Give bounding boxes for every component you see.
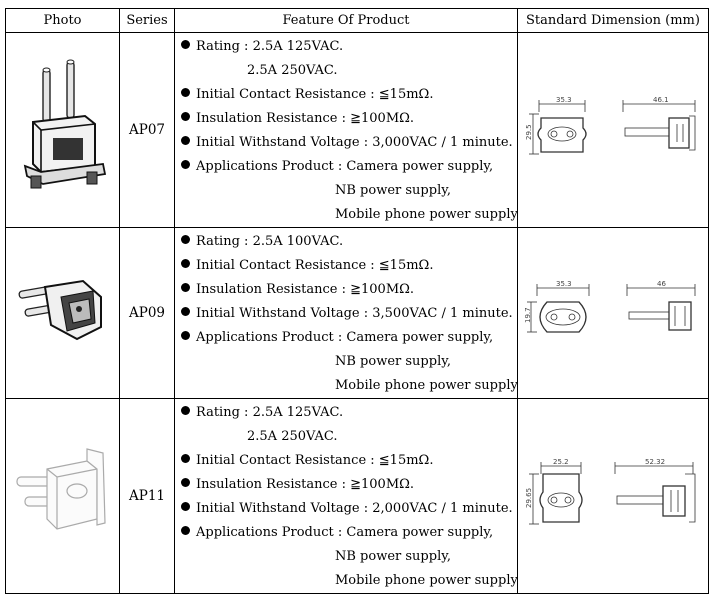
insulation-line: Insulation Resistance : ≧100MΩ.: [181, 278, 517, 302]
bullet-icon: [181, 40, 190, 49]
bullet-icon: [181, 331, 190, 340]
applications-line: Applications Product : Camera power supp…: [181, 155, 517, 179]
dim-front-height: 29.65: [525, 488, 533, 508]
header-dimension: Standard Dimension (mm): [517, 8, 709, 33]
bullet-icon: [181, 160, 190, 169]
bullet-icon: [181, 235, 190, 244]
rating-line-2: 2.5A 250VAC.: [247, 63, 338, 78]
bullet-icon: [181, 259, 190, 268]
ap09-plug-photo: [18, 279, 102, 341]
product-photo: [5, 32, 120, 228]
rating-line: Rating : 2.5A 100VAC.: [181, 230, 517, 254]
insulation-line: Insulation Resistance : ≧100MΩ.: [181, 473, 517, 497]
contact-resistance-line: Initial Contact Resistance : ≦15mΩ.: [181, 83, 517, 107]
applications-line-2: NB power supply,: [335, 183, 451, 198]
dim-front-height: 29.5: [525, 124, 533, 140]
bullet-icon: [181, 454, 190, 463]
header-series: Series: [119, 8, 175, 33]
applications-line-3: Mobile phone power supply: [335, 573, 518, 588]
applications-line-3: Mobile phone power supply: [335, 207, 518, 222]
series-cell: AP09: [119, 227, 175, 399]
bullet-icon: [181, 478, 190, 487]
product-photo: [5, 227, 120, 399]
contact-resistance-line: Initial Contact Resistance : ≦15mΩ.: [181, 254, 517, 278]
bullet-icon: [181, 502, 190, 511]
rating-line: Rating : 2.5A 125VAC.: [181, 401, 517, 425]
bullet-icon: [181, 526, 190, 535]
contact-resistance-line: Initial Contact Resistance : ≦15mΩ.: [181, 449, 517, 473]
applications-line-2: NB power supply,: [335, 549, 451, 564]
bullet-icon: [181, 112, 190, 121]
product-row: AP07 Rating : 2.5A 125VAC. 2.5A 250VAC. …: [5, 32, 709, 228]
ap07-dimension-drawing: 35.3 29.5 46.1: [525, 96, 696, 155]
header-photo: Photo: [5, 8, 120, 33]
header-feature: Feature Of Product: [174, 8, 518, 33]
dim-front-width: 35.3: [556, 96, 572, 104]
ap11-dimension-drawing: 25.2 29.65 52.32: [525, 458, 696, 525]
applications-line-2: NB power supply,: [335, 354, 451, 369]
feature-cell: Rating : 2.5A 125VAC. 2.5A 250VAC. Initi…: [174, 32, 518, 228]
header-row: Photo Series Feature Of Product Standard…: [5, 8, 709, 33]
dim-front-height: 19.7: [524, 307, 532, 323]
product-spec-table: Photo Series Feature Of Product Standard…: [5, 8, 709, 594]
product-row: AP09 Rating : 2.5A 100VAC. Initial Conta…: [5, 227, 709, 399]
insulation-line: Insulation Resistance : ≧100MΩ.: [181, 107, 517, 131]
applications-line: Applications Product : Camera power supp…: [181, 521, 517, 545]
bullet-icon: [181, 283, 190, 292]
feature-cell: Rating : 2.5A 125VAC. 2.5A 250VAC. Initi…: [174, 398, 518, 594]
withstand-line: Initial Withstand Voltage : 2,000VAC / 1…: [181, 497, 517, 521]
dim-front-width: 25.2: [553, 458, 569, 466]
withstand-line: Initial Withstand Voltage : 3,000VAC / 1…: [181, 131, 517, 155]
ap07-plug-photo: [23, 59, 106, 189]
product-row: AP11 Rating : 2.5A 125VAC. 2.5A 250VAC. …: [5, 398, 709, 594]
series-cell: AP07: [119, 32, 175, 228]
dimension-cell: 35.3 29.5 46.1: [517, 32, 709, 228]
rating-line-2: 2.5A 250VAC.: [247, 429, 338, 444]
ap11-plug-photo: [15, 448, 106, 530]
bullet-icon: [181, 136, 190, 145]
dimension-cell: 25.2 29.65 52.32: [517, 398, 709, 594]
withstand-line: Initial Withstand Voltage : 3,500VAC / 1…: [181, 302, 517, 326]
dim-side-width: 46.1: [653, 96, 669, 104]
applications-line: Applications Product : Camera power supp…: [181, 326, 517, 350]
ap09-dimension-drawing: 35.3 19.7 46: [524, 280, 696, 333]
dim-side-width: 52.32: [645, 458, 665, 466]
bullet-icon: [181, 406, 190, 415]
applications-line-3: Mobile phone power supply: [335, 378, 518, 393]
product-photo: [5, 398, 120, 594]
series-cell: AP11: [119, 398, 175, 594]
feature-cell: Rating : 2.5A 100VAC. Initial Contact Re…: [174, 227, 518, 399]
bullet-icon: [181, 307, 190, 316]
rating-line: Rating : 2.5A 125VAC.: [181, 35, 517, 59]
dim-side-width: 46: [657, 280, 666, 288]
dimension-cell: 35.3 19.7 46: [517, 227, 709, 399]
bullet-icon: [181, 88, 190, 97]
dim-front-width: 35.3: [556, 280, 572, 288]
